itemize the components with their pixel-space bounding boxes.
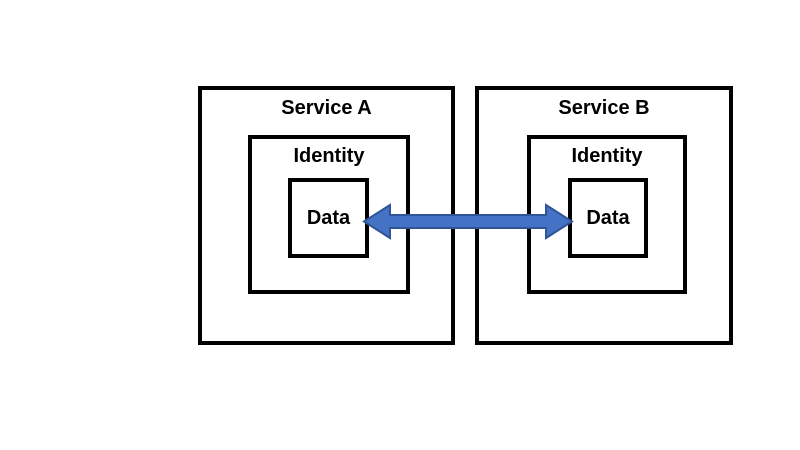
bidirectional-arrow-icon xyxy=(362,203,574,240)
service-b-identity-label: Identity xyxy=(571,145,643,167)
service-a-data-label: Data xyxy=(306,206,351,229)
service-b-data-box: Data xyxy=(568,178,648,258)
service-a-label: Service A xyxy=(281,97,372,119)
service-b-data-label: Data xyxy=(586,206,630,229)
service-b-label: Service B xyxy=(558,97,650,119)
double-arrow-shape xyxy=(362,203,574,240)
service-a-identity-label: Identity xyxy=(293,145,365,167)
service-a-identity-box: Identity Data xyxy=(248,135,410,294)
service-a-data-box: Data xyxy=(288,178,369,258)
